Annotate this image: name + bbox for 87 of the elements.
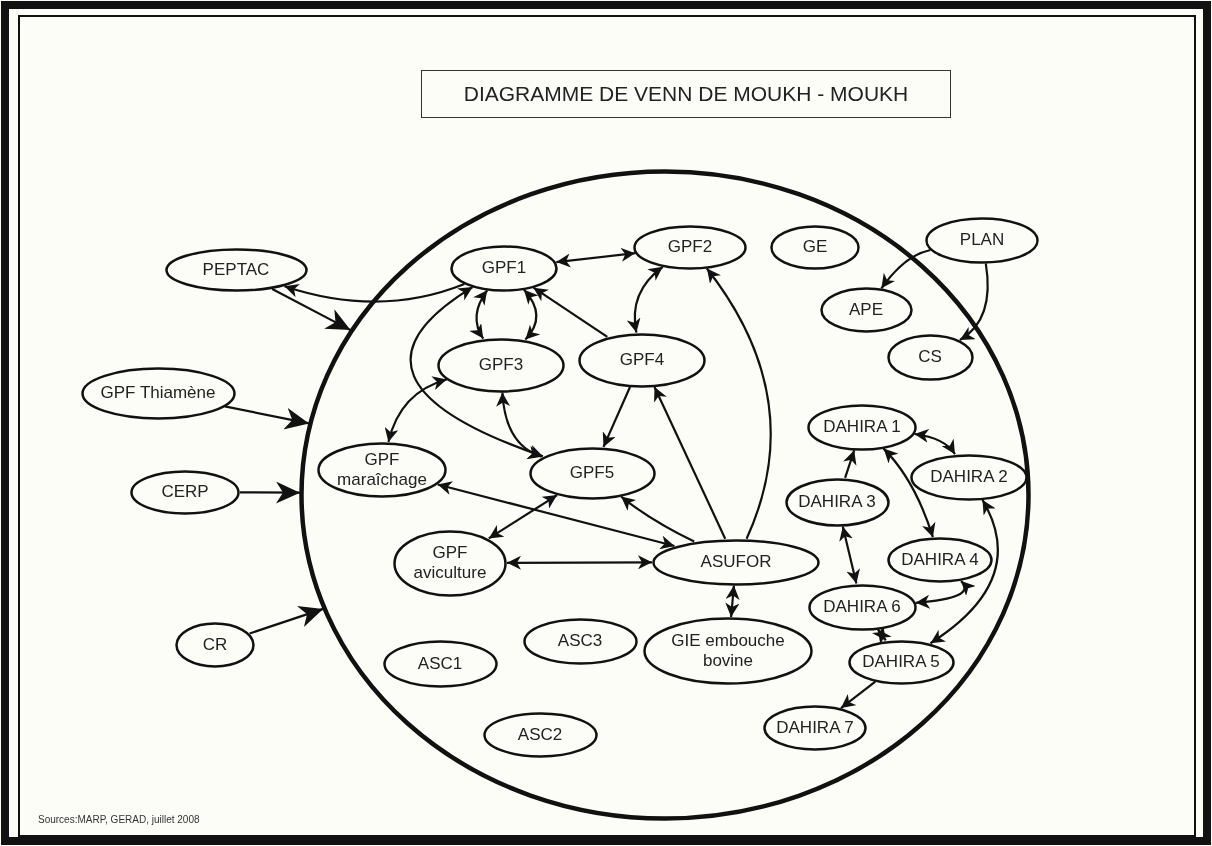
node-label: DAHIRA 7 (776, 718, 854, 738)
arrow (602, 386, 631, 448)
arrow (507, 555, 652, 570)
arrow (839, 526, 860, 584)
ellipse-node (130, 469, 240, 515)
node-label: CERP (161, 482, 209, 502)
node-label: ASUFOR (700, 552, 772, 572)
node-label: GPF2 (667, 237, 713, 257)
ellipse-node (393, 529, 507, 597)
ellipse-node (807, 583, 917, 631)
ellipse-node (910, 453, 1028, 501)
node-label: GIE embouche bovine (670, 631, 786, 671)
arrow (284, 282, 465, 303)
arrow (532, 286, 608, 338)
ellipse-node (317, 442, 447, 498)
arrow (880, 248, 931, 289)
arrow (469, 289, 489, 340)
node-label: DAHIRA 3 (798, 492, 876, 512)
arrow (385, 376, 448, 443)
node-label: GPF5 (569, 463, 615, 483)
arrow (271, 288, 351, 332)
node-label: GPF Thiamène (100, 383, 216, 403)
node-label: DAHIRA 4 (901, 550, 979, 570)
arrow (882, 447, 936, 538)
node-label: PEPTAC (202, 260, 270, 280)
ellipse-node (847, 639, 955, 685)
arrow (488, 494, 558, 540)
arrow (914, 429, 956, 455)
node-label: CR (202, 635, 228, 655)
ellipse-node (175, 622, 255, 668)
arrow (409, 286, 544, 458)
ellipse-node (886, 333, 974, 381)
arrow (959, 263, 989, 341)
node-label: GE (802, 237, 828, 257)
node-label: ASC1 (417, 654, 463, 674)
ellipse-node (437, 337, 565, 393)
ellipse-node (887, 537, 993, 583)
node-label: ASC3 (557, 631, 603, 651)
ellipse-node (164, 248, 308, 292)
arrow (620, 495, 695, 543)
node-label: APE (849, 300, 883, 320)
node-label: ASC2 (517, 725, 563, 745)
arrow (653, 386, 727, 540)
arrow (725, 585, 740, 618)
arrow (929, 499, 999, 645)
node-label: PLAN (959, 230, 1005, 250)
ellipse-node (633, 224, 747, 270)
ellipse-node (578, 332, 706, 388)
node-label: GPF maraîchage (336, 450, 428, 490)
ellipse-node (819, 287, 913, 333)
ellipse-node (482, 712, 598, 758)
ellipse-node (450, 244, 558, 292)
ellipse-node (80, 366, 236, 420)
node-label: DAHIRA 6 (823, 597, 901, 617)
arrow (249, 606, 324, 635)
ellipse-node (522, 617, 638, 665)
arrow (523, 289, 540, 341)
node-label: GPF4 (619, 350, 665, 370)
ellipse-node (807, 403, 917, 451)
ellipse-node (382, 640, 498, 688)
ellipse-node (925, 216, 1039, 264)
ellipse-node (643, 617, 813, 685)
ellipse-node (763, 705, 867, 751)
ellipse-node (770, 224, 860, 270)
arrow (843, 449, 857, 479)
ellipse-node (652, 538, 820, 586)
arrow (224, 405, 310, 430)
arrow (840, 680, 876, 709)
diagram-title: DIAGRAMME DE VENN DE MOUKH - MOUKH (421, 70, 951, 118)
arrow (627, 265, 664, 333)
node-label: CS (918, 347, 942, 367)
node-label: DAHIRA 5 (862, 652, 940, 672)
node-label: GPF3 (478, 355, 524, 375)
arrow (437, 481, 675, 550)
ellipse-node (528, 446, 656, 500)
arrow (915, 580, 976, 609)
arrow (496, 392, 543, 459)
node-label: DAHIRA 2 (930, 467, 1008, 487)
arrow (706, 267, 772, 540)
source-note: Sources:MARP, GERAD, juillet 2008 (38, 814, 200, 825)
ellipse-node (784, 477, 890, 527)
venn-circle (300, 170, 1030, 820)
arrow (240, 481, 300, 504)
arrow (556, 247, 636, 268)
node-label: DAHIRA 1 (823, 417, 901, 437)
node-label: GPF1 (481, 258, 527, 278)
node-label: GPF aviculture (412, 543, 488, 583)
